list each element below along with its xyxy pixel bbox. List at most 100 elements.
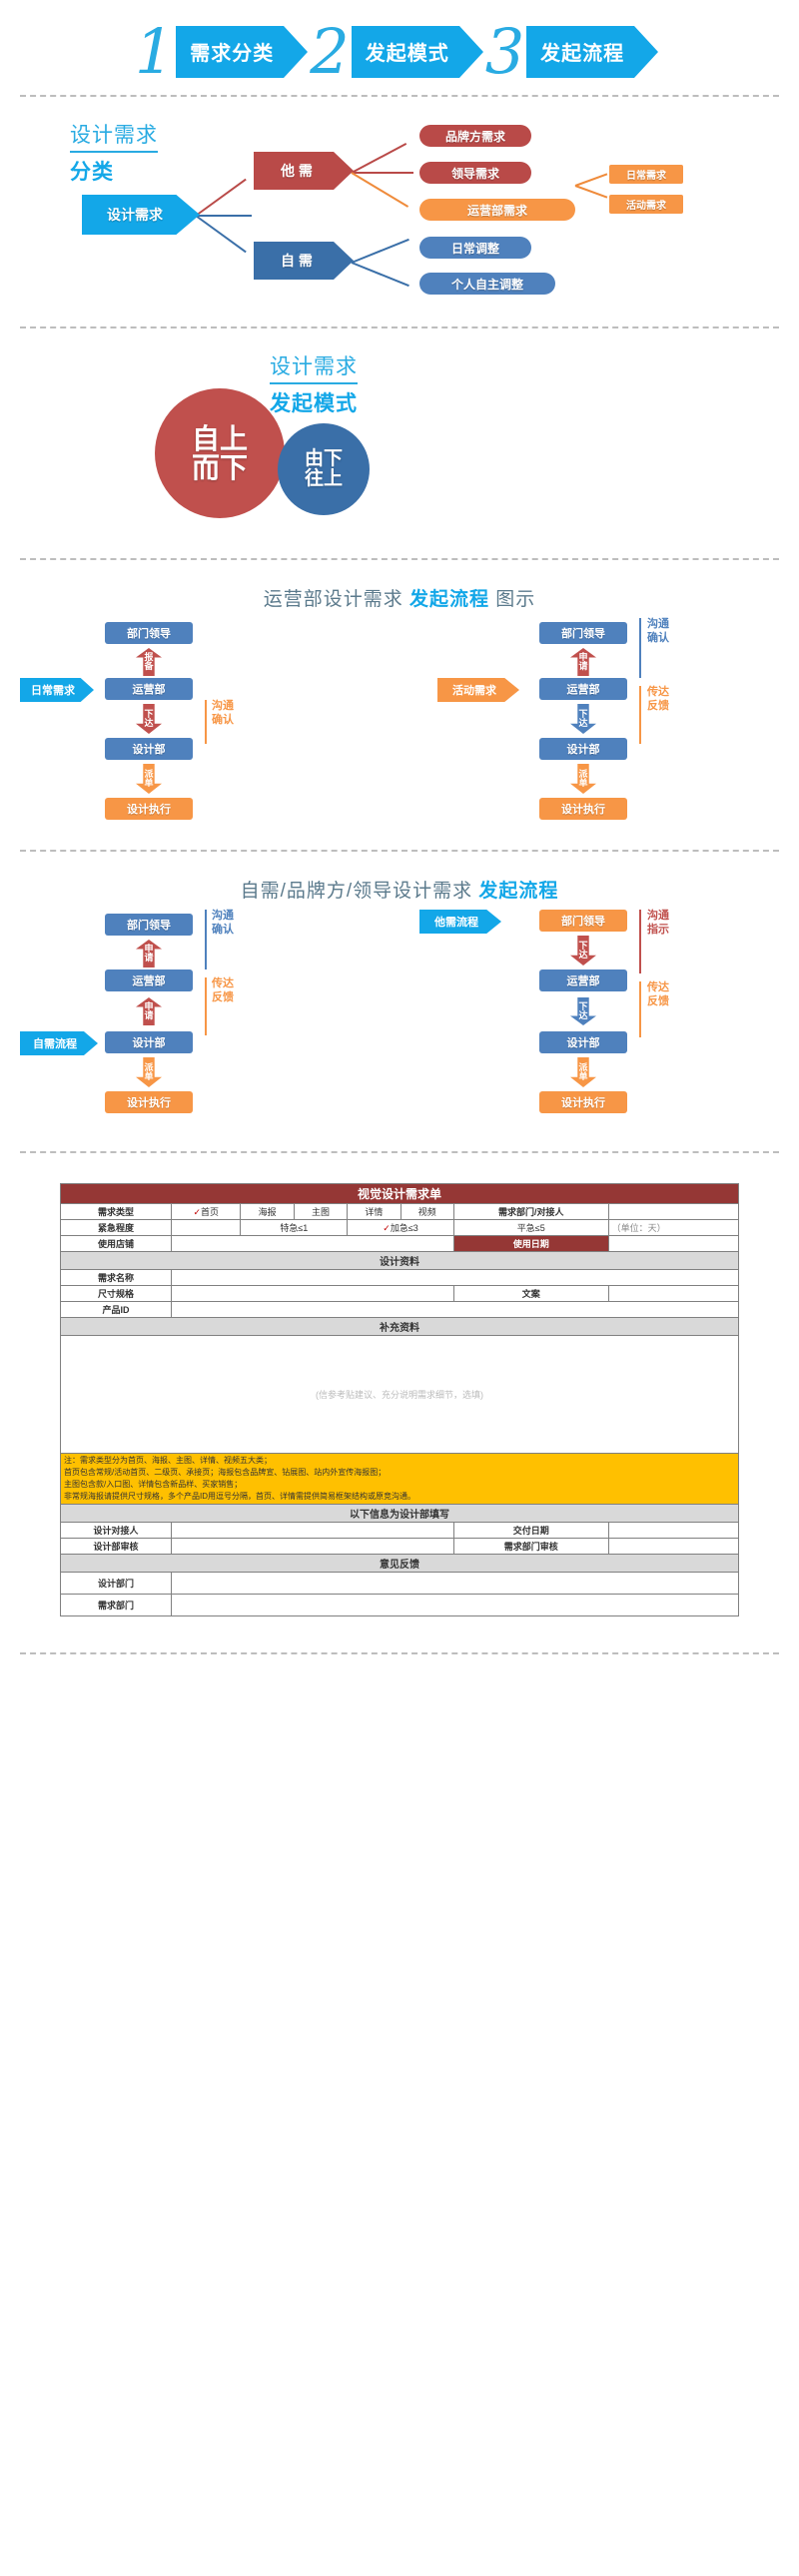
tree-leaf-brand[interactable]: 品牌方需求 bbox=[419, 125, 531, 147]
field-use-date[interactable] bbox=[607, 1235, 740, 1252]
type-option-video[interactable]: 视频 bbox=[400, 1203, 454, 1220]
arrow-line-2: 单 bbox=[144, 1071, 154, 1081]
field-fb-design[interactable] bbox=[170, 1572, 740, 1595]
ops-right-tag[interactable]: 活动需求 bbox=[437, 678, 519, 702]
field-copy[interactable] bbox=[607, 1285, 740, 1302]
ops-right-side-line-2 bbox=[639, 686, 641, 744]
tree-branch-other[interactable]: 他 需 bbox=[254, 152, 354, 190]
arrow-line-2: 单 bbox=[578, 1071, 588, 1081]
tree-leaf-self-adjust[interactable]: 个人自主调整 bbox=[419, 273, 555, 295]
self-left-side-label-1: 沟通确认 bbox=[212, 910, 234, 936]
leaf-label: 活动需求 bbox=[626, 201, 666, 212]
tree-leaf-daily-demand[interactable]: 日常需求 bbox=[609, 165, 683, 184]
ops-left-design-node[interactable]: 设计部 bbox=[105, 738, 193, 760]
divider bbox=[20, 850, 779, 852]
type-option-poster[interactable]: 海报 bbox=[240, 1203, 295, 1220]
self-left-design-node[interactable]: 设计部 bbox=[105, 1031, 193, 1053]
ops-left-top-node[interactable]: 部门领导 bbox=[105, 622, 193, 644]
field-shop[interactable] bbox=[170, 1235, 454, 1252]
field-size[interactable] bbox=[170, 1285, 454, 1302]
tree-leaf-operations[interactable]: 运营部需求 bbox=[419, 199, 575, 221]
step-1[interactable]: 1 需求分类 bbox=[135, 20, 309, 83]
ops-right-ops-node[interactable]: 运营部 bbox=[539, 678, 627, 700]
self-right-ops-node[interactable]: 运营部 bbox=[539, 969, 627, 991]
urgency-option-rush[interactable]: ✓加急≤3 bbox=[347, 1219, 454, 1236]
ops-left-ops-node[interactable]: 运营部 bbox=[105, 678, 193, 700]
field-dept-check[interactable] bbox=[170, 1538, 454, 1555]
circle-bottom-up[interactable]: 由下 往上 bbox=[278, 423, 370, 515]
circle-top-down[interactable]: 自上 而下 bbox=[155, 388, 285, 518]
node-label: 设计执行 bbox=[561, 1097, 605, 1109]
tree-root[interactable]: 设计需求 bbox=[82, 195, 200, 235]
self-left-top-node[interactable]: 部门领导 bbox=[105, 914, 193, 936]
table-row: 设计部门 bbox=[60, 1572, 740, 1595]
arrow-line-1: 下 bbox=[578, 1000, 588, 1011]
ops-left-tag[interactable]: 日常需求 bbox=[20, 678, 94, 702]
tree-leaf-campaign-demand[interactable]: 活动需求 bbox=[609, 195, 683, 214]
row-label-use-date: 使用日期 bbox=[452, 1235, 609, 1252]
row-label-shop: 使用店铺 bbox=[60, 1235, 172, 1252]
ops-right-design-node[interactable]: 设计部 bbox=[539, 738, 627, 760]
self-right-design-node[interactable]: 设计部 bbox=[539, 1031, 627, 1053]
arrow-line-2: 达 bbox=[578, 950, 588, 960]
urgency-blank[interactable] bbox=[170, 1219, 242, 1236]
row-label-urgency: 紧急程度 bbox=[60, 1219, 172, 1236]
field-dept-contact[interactable] bbox=[607, 1203, 740, 1220]
row-label-fb-req: 需求部门 bbox=[60, 1594, 172, 1616]
step-label: 发起模式 bbox=[351, 25, 483, 78]
node-label: 部门领导 bbox=[561, 916, 605, 928]
extra-placeholder: (信参考贴建议、充分说明需求细节，选填) bbox=[316, 1390, 483, 1400]
row-label-fb-design: 设计部门 bbox=[60, 1572, 172, 1595]
title-line-2: 分类 bbox=[70, 161, 114, 184]
field-pid[interactable] bbox=[170, 1301, 740, 1318]
type-option-detail[interactable]: 详情 bbox=[347, 1203, 401, 1220]
urgency-option-normal[interactable]: 平急≤5 bbox=[452, 1219, 609, 1236]
node-label: 运营部 bbox=[132, 975, 166, 987]
ops-left-exec-node[interactable]: 设计执行 bbox=[105, 798, 193, 820]
leaf-label: 领导需求 bbox=[450, 166, 499, 181]
self-right-side-line-2 bbox=[639, 981, 641, 1037]
field-extra[interactable]: (信参考贴建议、充分说明需求细节，选填) bbox=[60, 1335, 739, 1454]
tree-leaf-daily-adjust[interactable]: 日常调整 bbox=[419, 237, 531, 259]
tree-branch-self[interactable]: 自 需 bbox=[254, 242, 354, 280]
tag-label: 活动需求 bbox=[452, 685, 496, 697]
self-right-top-node[interactable]: 部门领导 bbox=[539, 910, 627, 932]
row-label-req-dept-check: 需求部门审核 bbox=[452, 1538, 609, 1555]
self-right-exec-node[interactable]: 设计执行 bbox=[539, 1091, 627, 1113]
self-right-tag[interactable]: 他需流程 bbox=[419, 910, 501, 934]
ops-right-exec-node[interactable]: 设计执行 bbox=[539, 798, 627, 820]
ops-right-arrow-dispatch: 派 单 bbox=[570, 764, 596, 794]
self-left-ops-node[interactable]: 运营部 bbox=[105, 969, 193, 991]
row-label-copy: 文案 bbox=[452, 1285, 609, 1302]
table-row: 设计部审核 需求部门审核 bbox=[60, 1538, 740, 1555]
divider bbox=[20, 558, 779, 560]
ops-right-top-node[interactable]: 部门领导 bbox=[539, 622, 627, 644]
table-row: 使用店铺 使用日期 bbox=[60, 1235, 740, 1252]
field-req-dept-check[interactable] bbox=[607, 1538, 740, 1555]
table-row: 需求部门 bbox=[60, 1594, 740, 1616]
urgency-option-critical[interactable]: 特急≤1 bbox=[240, 1219, 349, 1236]
row-label-name: 需求名称 bbox=[60, 1269, 172, 1286]
step-3[interactable]: 3 发起流程 bbox=[485, 20, 664, 83]
ops-left-side-line bbox=[205, 700, 207, 744]
self-left-tag[interactable]: 自需流程 bbox=[20, 1031, 98, 1055]
type-option-home[interactable]: ✓首页 bbox=[170, 1203, 242, 1220]
divider bbox=[20, 326, 779, 328]
ops-right-side-label-2: 传达反馈 bbox=[647, 686, 669, 712]
self-left-exec-node[interactable]: 设计执行 bbox=[105, 1091, 193, 1113]
note-line: 注：需求类型分为首页、海报、主图、详情、视频五大类； bbox=[64, 1456, 272, 1465]
field-fb-req[interactable] bbox=[170, 1594, 740, 1616]
field-design-contact[interactable] bbox=[170, 1522, 454, 1539]
type-option-main[interactable]: 主图 bbox=[293, 1203, 349, 1220]
title-line-2: 发起模式 bbox=[270, 392, 358, 415]
circle-line-2: 而下 bbox=[191, 452, 248, 483]
field-delivery[interactable] bbox=[607, 1522, 740, 1539]
arrow-line-1: 下 bbox=[144, 708, 154, 719]
ops-right-arrow-apply: 申 请 bbox=[570, 648, 596, 676]
tree-leaf-leader[interactable]: 领导需求 bbox=[419, 162, 531, 184]
arrow-line-2: 请 bbox=[144, 953, 154, 963]
title-gray-2: 图示 bbox=[495, 589, 536, 610]
field-name[interactable] bbox=[170, 1269, 740, 1286]
arrow-line-2: 达 bbox=[144, 718, 154, 728]
step-2[interactable]: 2 发起模式 bbox=[310, 20, 483, 83]
